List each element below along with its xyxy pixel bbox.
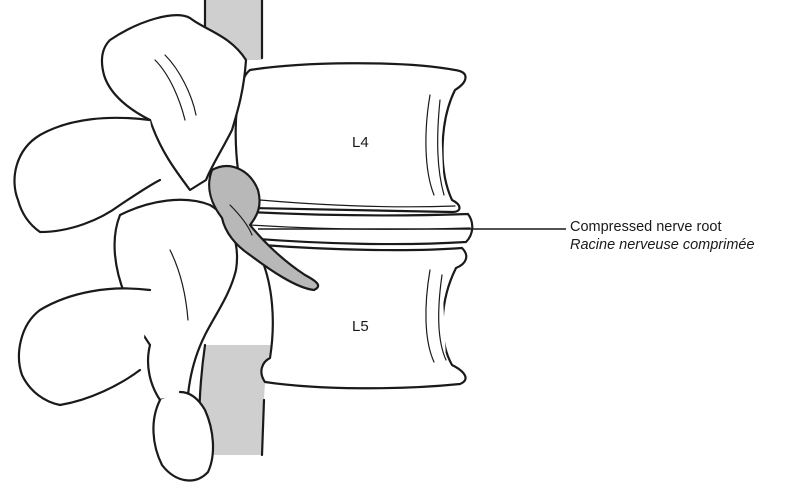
l4-label: L4: [352, 134, 369, 151]
l5-label: L5: [352, 318, 369, 335]
l4-vertebral-body: [236, 63, 466, 212]
callout-french-text: Racine nerveuse comprimée: [570, 236, 755, 254]
callout-english-text: Compressed nerve root: [570, 218, 755, 236]
intervertebral-disc: [245, 212, 472, 244]
l5-posterior-elements: [19, 200, 237, 481]
callout-label: Compressed nerve root Racine nerveuse co…: [570, 218, 755, 254]
